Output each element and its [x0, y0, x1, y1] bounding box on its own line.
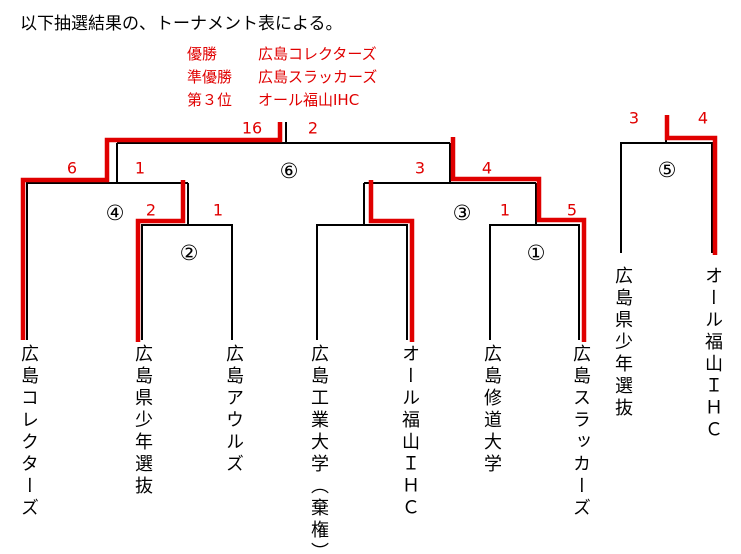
score: 6: [66, 158, 78, 178]
match-number: ①: [526, 241, 546, 265]
team-name: 広島県少年選抜: [132, 344, 153, 498]
match-number: ⑥: [279, 159, 299, 183]
score: 3: [628, 108, 640, 128]
score: 5: [566, 200, 578, 220]
winner-path-slackers: [450, 137, 587, 342]
result-team-3: オール福山IHC: [258, 91, 360, 109]
score: 2: [307, 118, 319, 138]
score: 3: [414, 158, 426, 178]
page-title: 以下抽選結果の、トーナメント表による。: [20, 14, 343, 34]
match-number: ④: [105, 201, 125, 225]
score: 1: [134, 158, 146, 178]
match-number: ③: [452, 201, 472, 225]
winner-path-kensenbatsu: [135, 180, 186, 342]
match-number: ⑤: [657, 158, 677, 182]
result-team-1: 広島コレクターズ: [258, 45, 377, 63]
match-number: ②: [179, 241, 199, 265]
score: 4: [481, 158, 493, 178]
score: 1: [499, 200, 511, 220]
team-name: オール福山ＩＨＣ: [702, 266, 723, 442]
team-name: オール福山ＩＨＣ: [399, 344, 420, 520]
team-name: 広島コレクターズ: [18, 344, 39, 520]
result-team-2: 広島スラッカーズ: [258, 68, 378, 86]
result-rank-1: 優勝: [187, 45, 218, 63]
team-name: 広島アウルズ: [223, 344, 244, 476]
match-2-line: [141, 183, 233, 340]
score: 1: [212, 200, 224, 220]
winner-path-fukuyama-3rd: [664, 115, 718, 255]
score: 16: [241, 118, 263, 138]
match-3-line: [364, 143, 536, 184]
score: 2: [145, 200, 157, 220]
match-1-line: [489, 183, 580, 340]
winner-path-fukuyama: [368, 180, 415, 342]
result-rank-2: 準優勝: [187, 68, 233, 86]
result-rank-3: 第３位: [187, 91, 233, 109]
match-6-line: [117, 122, 450, 144]
match-4-line: [26, 143, 188, 340]
team-name: 広島工業大学（棄権）: [308, 344, 329, 554]
team-name: 広島スラッカーズ: [570, 344, 591, 520]
team-name: 広島県少年選抜: [612, 266, 633, 420]
score: 4: [697, 108, 709, 128]
winner-path-collectors: [20, 122, 283, 340]
match-left-line: [316, 183, 408, 340]
team-name: 広島修道大学: [481, 344, 502, 476]
